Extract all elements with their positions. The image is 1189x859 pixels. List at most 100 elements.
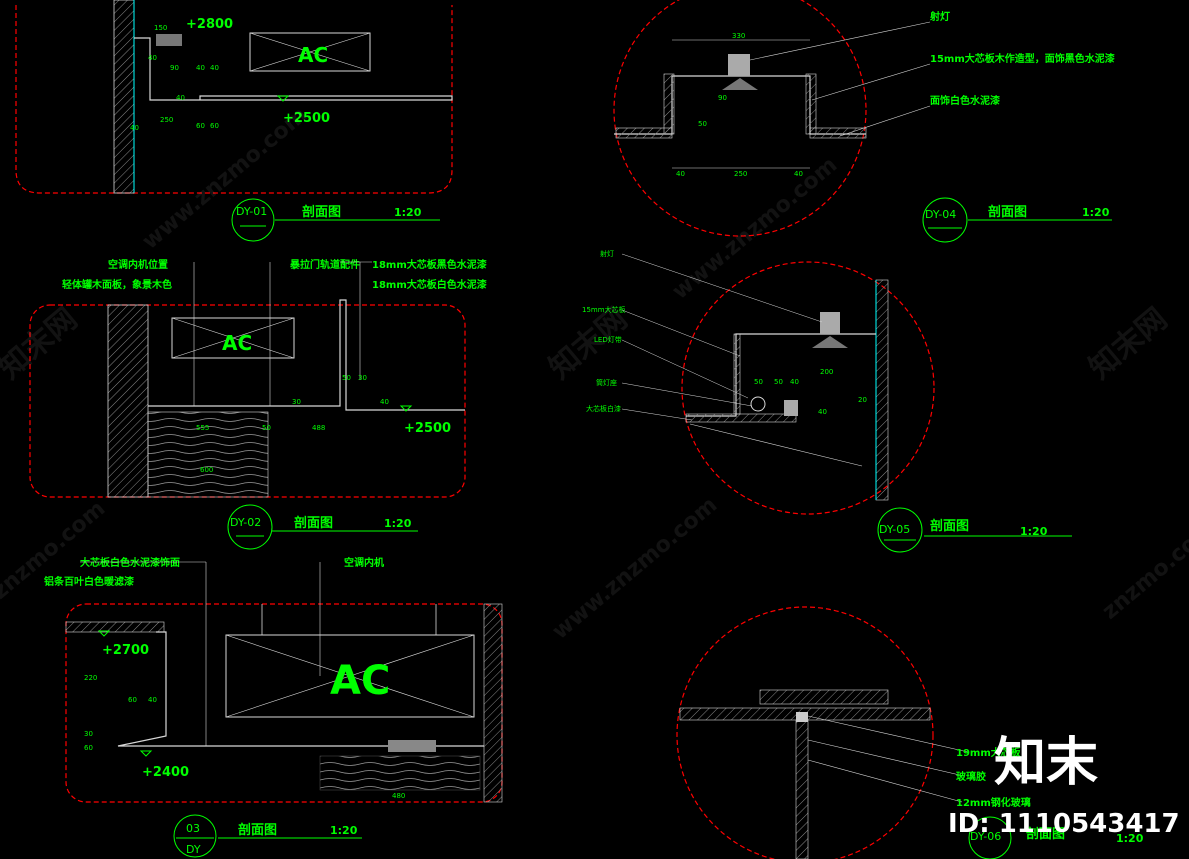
svg-text:40: 40 bbox=[130, 124, 139, 132]
note-dy06-0: 19mm大芯板 bbox=[956, 746, 1022, 759]
note-dy02-3: 18mm大芯板黑色水泥漆 bbox=[372, 258, 487, 271]
svg-text:50: 50 bbox=[262, 424, 271, 432]
wall-dy01 bbox=[113, 0, 135, 194]
svg-text:250: 250 bbox=[160, 116, 173, 124]
tag-top-dy03: 03 bbox=[186, 822, 200, 835]
title-dy04: 剖面图 bbox=[988, 204, 1027, 220]
svg-text:50: 50 bbox=[342, 374, 351, 382]
scale-dy02: 1:20 bbox=[384, 517, 412, 530]
wall-dy05 bbox=[875, 279, 889, 501]
svg-text:250: 250 bbox=[734, 170, 747, 178]
scale-dy03: 1:20 bbox=[330, 824, 358, 837]
svg-text:40: 40 bbox=[148, 696, 157, 704]
svg-text:50: 50 bbox=[774, 378, 783, 386]
wall-dy02 bbox=[107, 304, 149, 498]
floor-wood-dy02 bbox=[147, 411, 269, 498]
svg-text:330: 330 bbox=[732, 32, 745, 40]
svg-text:40: 40 bbox=[210, 64, 219, 72]
svg-text:www.znzmo.com: www.znzmo.com bbox=[138, 103, 312, 255]
title-dy05: 剖面图 bbox=[930, 518, 969, 534]
svg-text:200: 200 bbox=[820, 368, 833, 376]
tag-bottom-dy03: DY bbox=[186, 843, 201, 856]
svg-text:40: 40 bbox=[176, 94, 185, 102]
wall-top-dy03 bbox=[65, 621, 165, 633]
elevation-top-dy01: +2800 bbox=[186, 17, 233, 32]
tag-dy02: DY-02 bbox=[230, 516, 261, 529]
section-dy03: AC 大芯板白色水泥漆饰面 铝条百叶白色暖滤漆 空调内机 +2700 +2400… bbox=[44, 556, 503, 858]
tag-dy06: DY-06 bbox=[970, 830, 1001, 843]
note-dy05-1: 15mm大芯板 bbox=[582, 305, 626, 314]
dims-dy04: 330 90 50 40 250 40 bbox=[676, 32, 803, 178]
elevation-bottom-dy01: +2500 bbox=[283, 111, 330, 126]
brand-logo: 知末 bbox=[994, 733, 1098, 793]
svg-text:90: 90 bbox=[170, 64, 179, 72]
scale-dy06: 1:20 bbox=[1116, 832, 1144, 845]
brand-id: ID: 1110543417 bbox=[948, 809, 1180, 839]
ceiling-profile-dy02 bbox=[148, 299, 465, 411]
svg-text:150: 150 bbox=[154, 24, 167, 32]
svg-text:90: 90 bbox=[718, 94, 727, 102]
section-dy02: AC 空调内机位置 轻体罐木面板，象景木色 暴拉门轨道配件 18mm大芯板黑色水… bbox=[29, 258, 487, 550]
dims-dy05: 50 50 40 200 20 40 bbox=[754, 368, 867, 416]
svg-text:600: 600 bbox=[200, 466, 213, 474]
dims-dy01: 150 40 90 40 40 40 250 60 60 40 bbox=[130, 24, 219, 132]
svg-text:znzmo.com: znzmo.com bbox=[0, 496, 110, 604]
note-dy02-4: 18mm大芯板白色水泥漆 bbox=[372, 278, 487, 291]
svg-text:40: 40 bbox=[676, 170, 685, 178]
svg-text:znzmo.com: znzmo.com bbox=[1098, 516, 1189, 624]
tag-dy05: DY-05 bbox=[879, 523, 910, 536]
note-dy06-2: 12mm钢化玻璃 bbox=[956, 796, 1031, 809]
note-dy02-0: 空调内机位置 bbox=[108, 258, 168, 271]
dims-dy02: 555 50 50 30 30 40 488 600 bbox=[196, 374, 389, 474]
svg-text:60: 60 bbox=[128, 696, 137, 704]
section-dy06: 19mm大芯板 玻璃胶 12mm钢化玻璃 DY-06 剖面图 1:20 bbox=[676, 606, 1144, 859]
svg-text:40: 40 bbox=[794, 170, 803, 178]
ac-label-dy03: AC bbox=[330, 658, 390, 704]
tag-circle-dy05 bbox=[877, 507, 923, 553]
ac-unit-dy01 bbox=[249, 32, 371, 72]
svg-text:知末网: 知末网 bbox=[0, 301, 84, 386]
note-dy05-0: 射灯 bbox=[600, 249, 614, 258]
wall-right-dy03 bbox=[483, 603, 503, 803]
ceiling-profile-dy03 bbox=[117, 631, 484, 747]
note-dy04-1: 15mm大芯板木作造型，面饰黑色水泥漆 bbox=[930, 52, 1115, 65]
tag-circle-dy04 bbox=[922, 197, 968, 243]
tag-dy04: DY-04 bbox=[925, 208, 956, 221]
tag-circle-dy01 bbox=[231, 198, 275, 242]
section-dy05: 射灯 15mm大芯板 LED灯带 筒灯座 大芯板白漆 50 50 40 200 … bbox=[582, 249, 1072, 553]
note-dy04-0: 射灯 bbox=[929, 10, 950, 23]
svg-text:40: 40 bbox=[380, 398, 389, 406]
section-dy04: 射灯 15mm大芯板木作造型，面饰黑色水泥漆 面饰白色水泥漆 330 90 50… bbox=[613, 0, 1115, 243]
note-dy05-2: LED灯带 bbox=[594, 335, 622, 344]
tag-circle-dy06 bbox=[968, 816, 1012, 859]
note-dy02-1: 轻体罐木面板，象景木色 bbox=[62, 278, 172, 291]
title-dy03: 剖面图 bbox=[238, 822, 277, 838]
note-dy05-3: 筒灯座 bbox=[596, 378, 617, 387]
title-dy06: 剖面图 bbox=[1026, 826, 1065, 842]
note-dy03-1: 铝条百叶白色暖滤漆 bbox=[44, 575, 134, 588]
svg-text:40: 40 bbox=[196, 64, 205, 72]
svg-text:220: 220 bbox=[84, 674, 97, 682]
scale-dy04: 1:20 bbox=[1082, 206, 1110, 219]
svg-text:488: 488 bbox=[312, 424, 325, 432]
tag-circle-dy02 bbox=[227, 504, 273, 550]
svg-text:60: 60 bbox=[210, 122, 219, 130]
cut-boundary-dy05 bbox=[681, 261, 935, 515]
note-dy05-4: 大芯板白漆 bbox=[586, 404, 621, 413]
svg-text:60: 60 bbox=[196, 122, 205, 130]
svg-text:30: 30 bbox=[84, 730, 93, 738]
svg-text:www.znzmo.com: www.znzmo.com bbox=[668, 153, 842, 305]
section-dy01: AC +2800 +2500 150 40 90 40 40 40 250 60… bbox=[15, 0, 453, 242]
spotlight-dy04 bbox=[728, 54, 750, 76]
svg-text:www.znzmo.com: www.znzmo.com bbox=[548, 493, 722, 645]
spotlight-dy05 bbox=[820, 312, 840, 334]
svg-text:50: 50 bbox=[698, 120, 707, 128]
svg-text:知末网: 知末网 bbox=[1083, 301, 1174, 386]
tag-circle-dy03 bbox=[173, 814, 217, 858]
scale-dy05: 1:20 bbox=[1020, 525, 1048, 538]
svg-text:30: 30 bbox=[358, 374, 367, 382]
svg-text:480: 480 bbox=[392, 792, 405, 800]
scale-dy01: 1:20 bbox=[394, 206, 422, 219]
svg-text:60: 60 bbox=[84, 744, 93, 752]
